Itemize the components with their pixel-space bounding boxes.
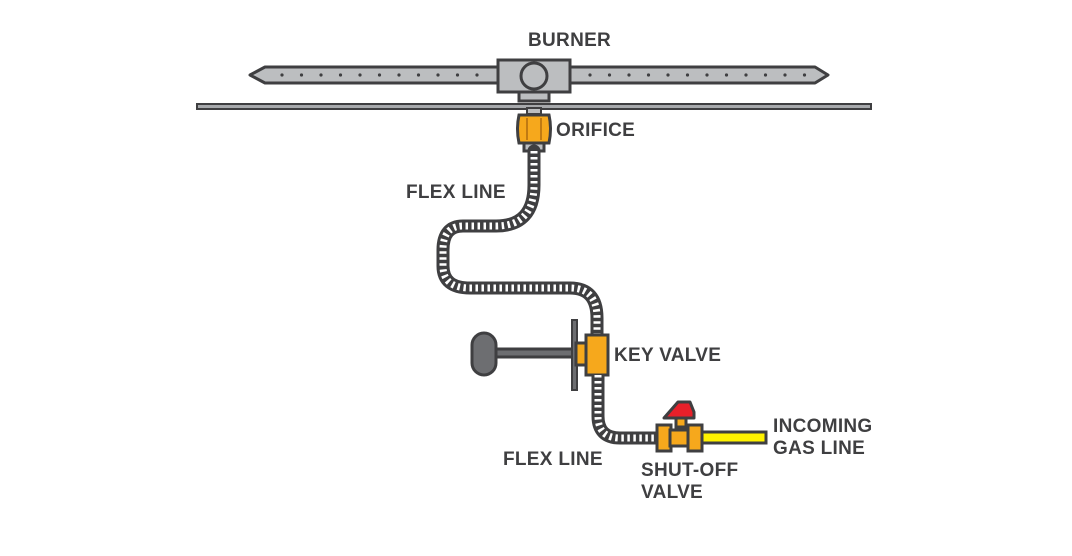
burner-port: [455, 73, 460, 77]
burner-port: [319, 73, 323, 77]
key-valve-label: KEY VALVE: [614, 345, 722, 366]
burner-label: BURNER: [528, 30, 612, 51]
burner-port: [416, 73, 421, 77]
flex-line-upper: [436, 144, 604, 342]
shutoff-label-line1: SHUT-OFF: [641, 460, 739, 481]
burner-port: [299, 73, 304, 77]
burner-port: [724, 73, 729, 77]
burner-ports: [280, 73, 807, 77]
burner-port: [627, 73, 631, 77]
burner-port: [763, 73, 768, 77]
burner-port: [646, 73, 651, 77]
incoming-label-line2: GAS LINE: [773, 438, 866, 459]
shutoff-label-line2: VALVE: [641, 482, 704, 503]
burner-bar: [248, 58, 830, 103]
burner-port: [744, 73, 748, 77]
burner-port: [338, 73, 343, 77]
burner-port: [397, 73, 401, 77]
burner-port: [280, 73, 284, 77]
shutoff-valve: [655, 400, 704, 453]
incoming-gas-pipe: [698, 430, 768, 445]
shutoff-valve-label: SHUT-OFF VALVE: [641, 460, 738, 504]
incoming-label-line1: INCOMING: [773, 416, 873, 437]
burner-port: [607, 73, 612, 77]
flex-line-lower: [591, 375, 657, 445]
burner-port: [705, 73, 709, 77]
flex-line-upper-label: FLEX LINE: [406, 182, 506, 203]
burner-port: [588, 73, 592, 77]
burner-port: [802, 73, 807, 77]
incoming-gas-line-label: INCOMING GAS LINE: [773, 416, 873, 460]
burner-port: [358, 73, 362, 77]
burner-port: [377, 73, 382, 77]
burner-port: [666, 73, 670, 77]
flex-line-lower-label: FLEX LINE: [503, 449, 603, 470]
orifice-label: ORIFICE: [556, 120, 636, 141]
burner-port: [685, 73, 690, 77]
key-valve: [470, 319, 610, 391]
burner-port: [783, 73, 787, 77]
burner-port: [436, 73, 440, 77]
burner-port: [475, 73, 479, 77]
